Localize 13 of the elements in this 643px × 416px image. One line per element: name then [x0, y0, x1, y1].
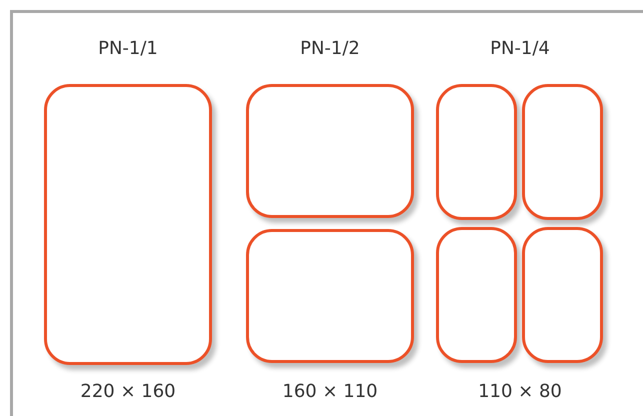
container-outline [44, 84, 212, 365]
size-heading: PN-1/1 [97, 38, 159, 59]
container-outline [436, 84, 517, 220]
size-heading: PN-1/4 [489, 38, 551, 59]
dimension-label: 220 × 160 [79, 381, 177, 402]
container-outline [522, 84, 603, 220]
dimension-label: 110 × 80 [477, 381, 563, 402]
container-outline [522, 227, 603, 363]
container-outline [246, 229, 414, 363]
dimension-label: 160 × 110 [281, 381, 379, 402]
container-outline [246, 84, 414, 218]
container-outline [436, 227, 517, 363]
size-heading: PN-1/2 [299, 38, 361, 59]
